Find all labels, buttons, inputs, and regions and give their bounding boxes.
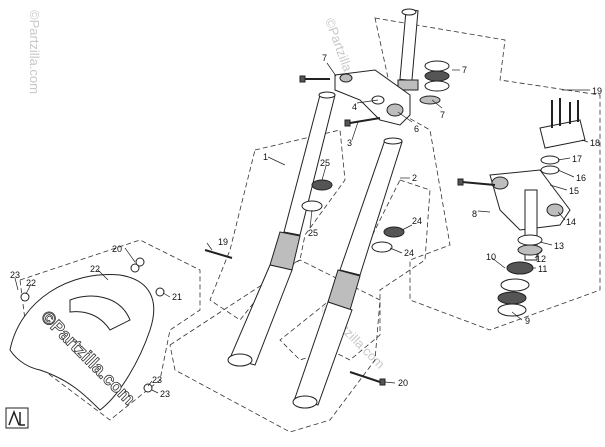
callout-label: 13 <box>554 241 564 251</box>
callout-label: 1 <box>263 152 268 162</box>
callout-label: 9 <box>525 316 530 326</box>
lower-fork-outline <box>169 259 381 433</box>
callout-labels: 7 7 4 3 6 7 1 2 8 19 18 17 16 15 14 13 1… <box>10 53 602 399</box>
callout-label: 22 <box>26 278 36 288</box>
callout-label: 10 <box>486 252 496 262</box>
seals <box>301 179 405 253</box>
bolt-19-upper <box>204 249 233 259</box>
callout-label: 12 <box>536 254 546 264</box>
callout-label: 6 <box>414 124 419 134</box>
callout-label: 23 <box>152 375 162 385</box>
lower-bearing-stack <box>497 155 560 317</box>
callout-label: 25 <box>320 158 330 168</box>
callout-label: 2 <box>412 173 417 183</box>
leader-lines <box>14 62 590 394</box>
fender-outline <box>19 239 201 421</box>
callout-label: 16 <box>576 173 586 183</box>
bolt-3-lower <box>344 117 381 127</box>
callout-label: 20 <box>398 378 408 388</box>
steering-stem-upper <box>397 8 419 91</box>
right-fork-tube <box>292 137 403 409</box>
callout-label: 24 <box>412 216 422 226</box>
callout-label: 19 <box>218 237 228 247</box>
upper-bearing-stack <box>419 60 450 105</box>
callout-label: 23 <box>160 389 170 399</box>
callout-label: 11 <box>538 264 547 274</box>
fender-bolts <box>20 257 165 393</box>
bolt-8 <box>457 178 496 186</box>
callout-label: 4 <box>352 102 357 112</box>
top-bridge <box>334 69 411 126</box>
front-fender <box>9 273 155 411</box>
handlebar-clamp <box>539 98 586 149</box>
watermark-left: ©Partzilla.com <box>27 10 42 94</box>
callout-label: 24 <box>404 248 414 258</box>
callout-label: 7 <box>322 53 327 63</box>
callout-label: 7 <box>440 110 445 120</box>
callout-label: 20 <box>112 244 122 254</box>
callout-label: 3 <box>347 138 352 148</box>
bolt-3-upper <box>299 75 330 83</box>
left-fork-tube <box>227 91 336 367</box>
callout-label: 21 <box>172 292 182 302</box>
callout-label: 18 <box>590 138 600 148</box>
callout-label: 8 <box>472 209 477 219</box>
bolt-19-lower <box>349 371 386 386</box>
steering-group-outline <box>374 17 601 331</box>
callout-label: 22 <box>90 264 100 274</box>
callout-label: 19 <box>592 86 602 96</box>
callout-label: 23 <box>10 270 20 280</box>
callout-label: 7 <box>462 65 467 75</box>
callout-label: 25 <box>308 228 318 238</box>
callout-label: 14 <box>566 217 576 227</box>
manufacturer-logo-icon <box>5 407 29 429</box>
callout-label: 15 <box>569 186 579 196</box>
callout-label: 17 <box>572 154 582 164</box>
